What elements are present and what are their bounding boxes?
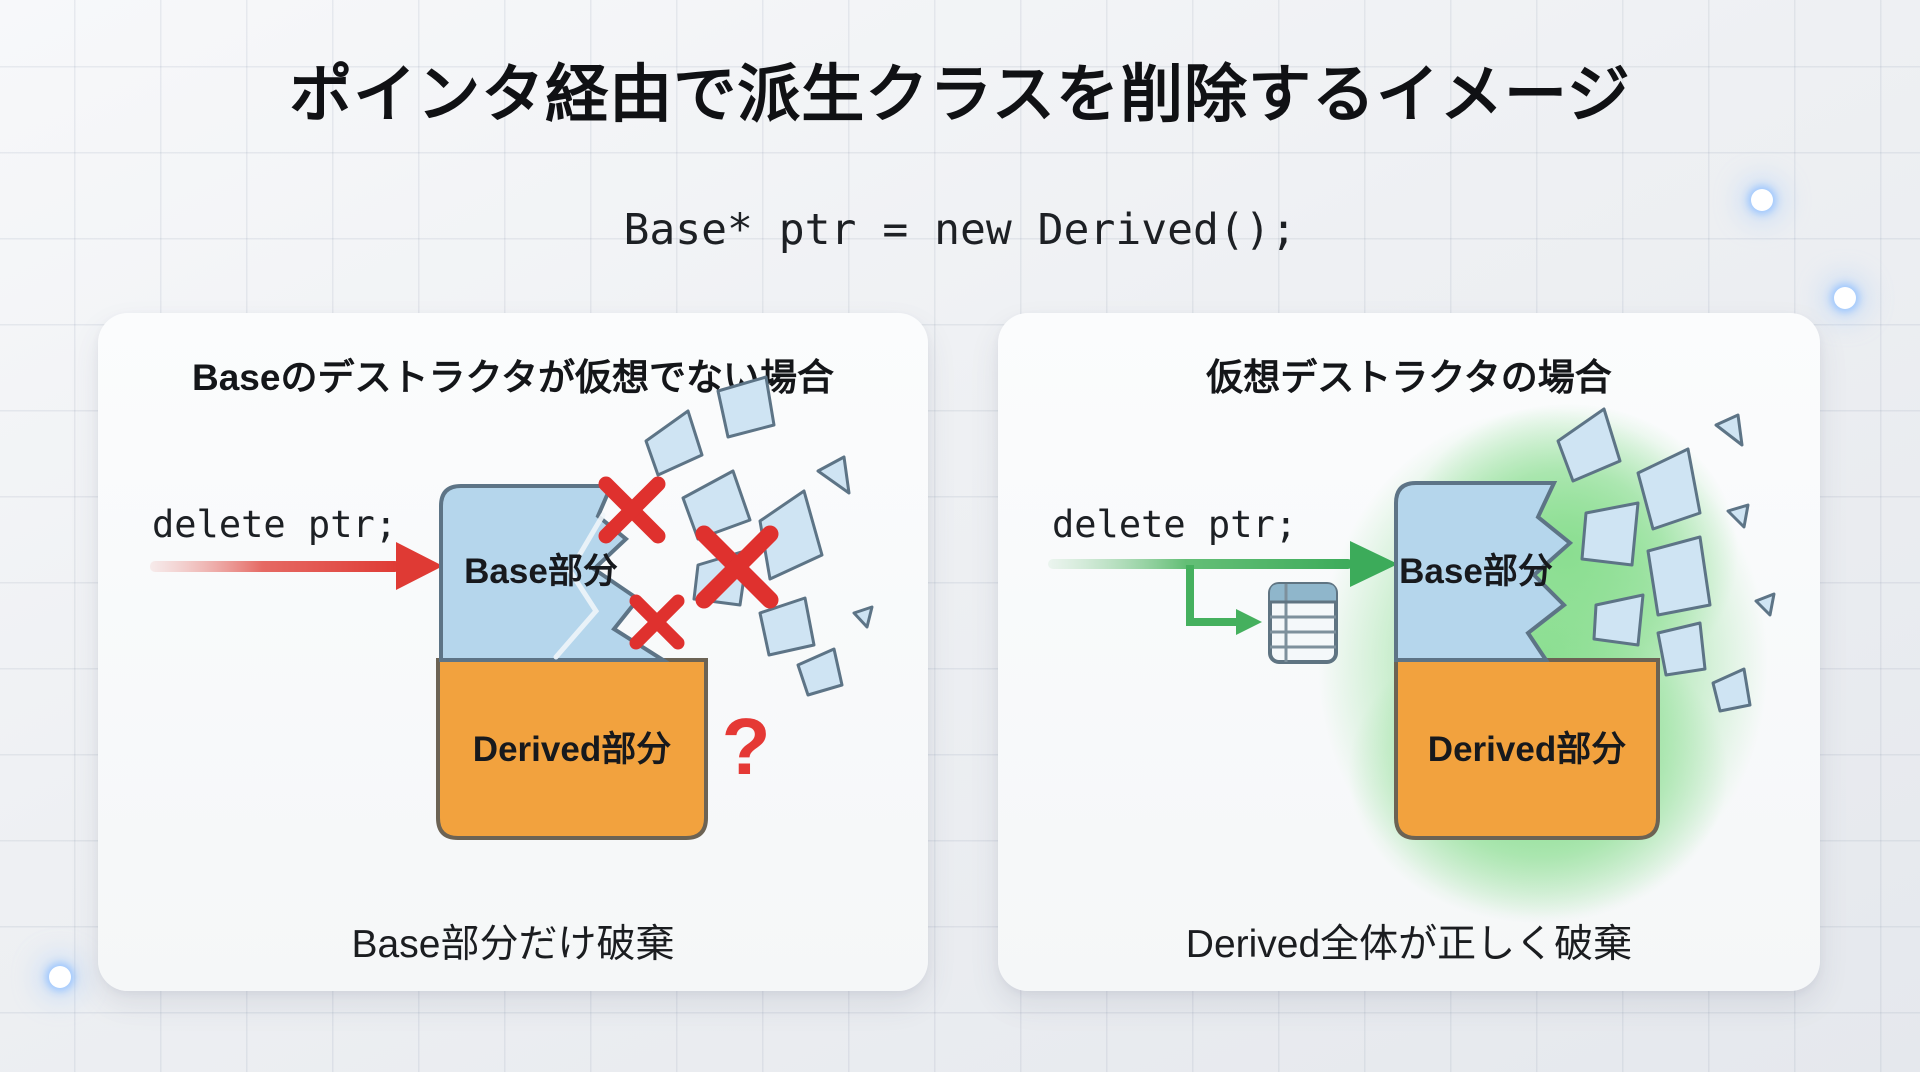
derived-block-label: Derived部分	[1428, 730, 1626, 769]
delete-code: delete ptr;	[152, 503, 398, 546]
derived-block	[436, 658, 708, 840]
panel-virtual-destructor: 仮想デストラクタの場合 delete ptr;	[998, 313, 1820, 991]
panel-caption: Derived全体が正しく破棄	[1185, 923, 1633, 966]
delete-code: delete ptr;	[1052, 503, 1298, 546]
virtual-diagram: Base部分 Derived部分	[1048, 403, 1776, 923]
base-block-label: Base部分	[1399, 552, 1553, 591]
code-line: Base* ptr = new Derived();	[623, 205, 1297, 255]
base-block	[1394, 481, 1574, 662]
glow-dot-icon	[1834, 287, 1856, 309]
non-virtual-diagram: Base部分 Derived部分	[150, 375, 874, 840]
derived-block-label: Derived部分	[473, 730, 671, 769]
base-block-label: Base部分	[464, 552, 618, 591]
vtable-branch-arrow	[1186, 565, 1262, 635]
panel-caption: Base部分だけ破棄	[351, 923, 675, 966]
green-arrow-icon	[1048, 541, 1398, 587]
crack-vein	[553, 512, 606, 660]
glass-shards	[1556, 407, 1776, 713]
panel-heading: 仮想デストラクタの場合	[1206, 357, 1612, 398]
red-x-icon	[629, 594, 685, 650]
panel-non-virtual-destructor: Baseのデストラクタが仮想でない場合 delete ptr;	[98, 313, 928, 991]
red-arrow-icon	[150, 542, 443, 590]
vtable-icon	[1268, 582, 1338, 664]
page-title: ポインタ経由で派生クラスを削除するイメージ	[289, 60, 1631, 130]
red-x-icon	[598, 476, 666, 544]
glow-dot-icon	[49, 966, 71, 988]
derived-block	[1394, 658, 1660, 840]
red-x-icon	[695, 525, 779, 609]
question-mark: ?	[721, 702, 771, 791]
glow-dot-icon	[1751, 189, 1773, 211]
